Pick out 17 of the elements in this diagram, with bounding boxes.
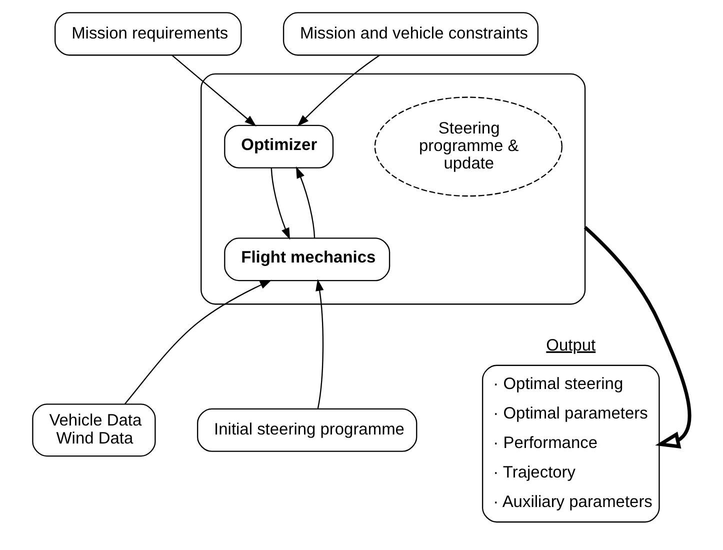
- arrow: [316, 279, 324, 409]
- node-ellipse: Steering programme & update: [374, 96, 563, 197]
- arrow: [297, 54, 380, 126]
- node-box: Vehicle Data Wind Data: [32, 404, 156, 457]
- arrow: [124, 280, 272, 404]
- arrow: [172, 54, 256, 126]
- cluster: [200, 73, 586, 305]
- node-label: Output: [546, 336, 596, 354]
- node-box: Optimizer: [224, 124, 334, 168]
- arrow: [296, 166, 316, 238]
- node-box: Mission requirements: [54, 12, 242, 56]
- node-box: Mission and vehicle constraints: [282, 12, 539, 56]
- node-box: Initial steering programme: [197, 408, 418, 452]
- arrow: [270, 168, 290, 240]
- node-box: · Optimal steering · Optimal parameters · Performance · Trajectory · Auxiliary parameters: [482, 364, 660, 523]
- node-box: Flight mechanics: [224, 238, 390, 282]
- arrow: [584, 226, 692, 449]
